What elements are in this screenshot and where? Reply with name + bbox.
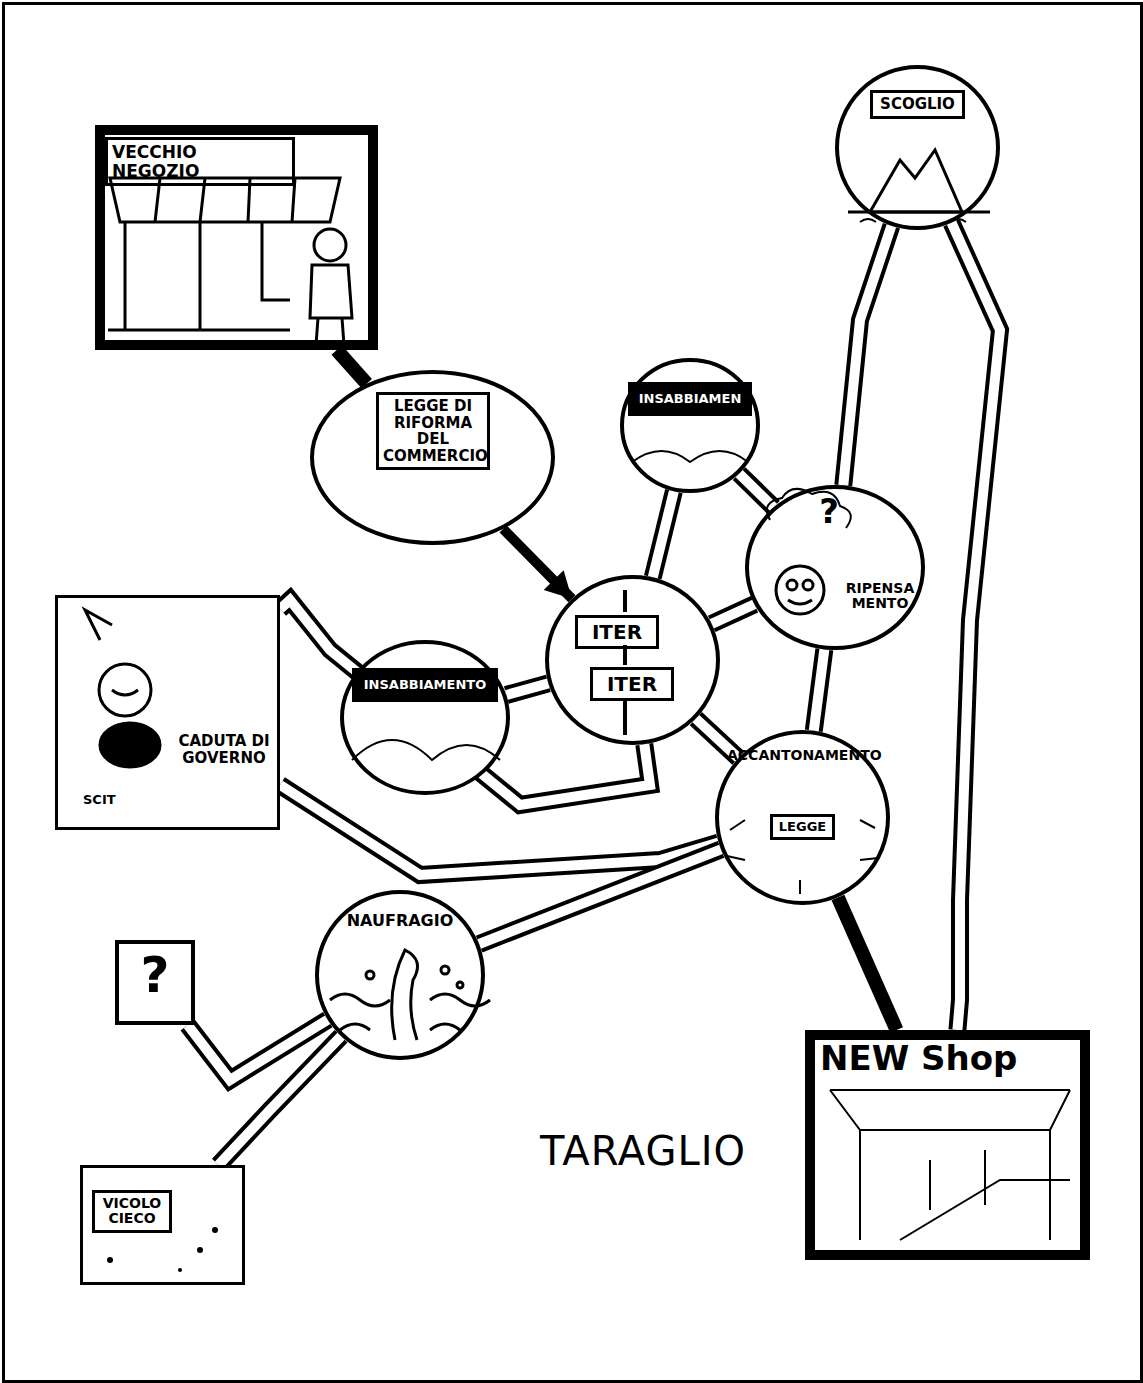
shopkeeper-figure [310,229,352,345]
node-shape [342,642,508,793]
signpost-pole [623,590,627,735]
artist-signature: TARAGLIO [540,1128,746,1174]
law-bubble: LEGGE DI RIFORMA DEL COMMERCIO [310,370,555,545]
road-connector [280,785,719,875]
node-text: ACCANTONAMENTO [727,748,878,763]
road-connector [814,649,825,730]
node-shape [837,67,998,228]
node-text: ? [115,948,195,1003]
node-text: INSABBIAMEN [628,382,752,416]
road-connector [337,350,367,384]
road-connector [712,604,755,624]
node-shape [747,487,923,648]
node-text: VECCHIO NEGOZIO [105,137,295,186]
shipwreck [330,950,490,1040]
node-text: RIPENSA MENTO [841,581,919,612]
road-connector [951,223,1000,1030]
new-shop-box: NEW Shop [805,1030,1090,1260]
road-connector [219,1036,341,1165]
node-text: ITER [590,667,674,701]
node-text: INSABBIAMENTO [352,668,498,702]
node-text: SCIT [83,793,143,807]
new-shop-interior [830,1090,1070,1240]
government-fall-box: CADUTA DI GOVERNO SCIT [55,595,280,830]
node-shape [547,577,718,743]
node-text: CADUTA DI GOVERNO [173,733,275,766]
road-connector [739,474,773,508]
rock-illustration [848,150,990,222]
node-text: LEGGE [770,814,835,840]
thinker-face [767,489,851,614]
unknown-box: ? [115,940,195,1025]
node-outline [545,575,720,745]
arrow-head [544,570,572,598]
signpost-circle: ITER ITER [545,575,720,745]
road-connector [506,683,548,695]
node-shape [57,597,279,829]
node-shape [810,1035,1085,1255]
node-shape [100,130,373,345]
shelving-circle: ACCANTONAMENTO LEGGE [715,730,890,905]
node-text: NAUFRAGIO [340,912,460,930]
dead-end-box: VICOLO CIECO [80,1165,245,1285]
node-text: NEW Shop [820,1040,1075,1077]
node-shape [82,1167,244,1284]
shelved-book-lines [727,820,878,894]
road-connector [843,226,891,486]
road-connector [653,491,674,577]
node-text: ? [807,493,851,530]
node-text: LEGGE DI RIFORMA DEL COMMERCIO [376,392,490,470]
road-connector [503,529,572,599]
node-text: SCOGLIO [870,90,965,119]
road-connector [479,849,721,944]
node-shape [312,372,553,543]
node-shape [622,360,758,491]
road-connector [838,898,897,1030]
node-shape [317,892,483,1058]
rock-circle: SCOGLIO [835,65,1000,230]
stall-circle: INSABBIAMENTO [340,640,510,795]
node-text: ITER [575,615,659,649]
old-shop-box: VECCHIO NEGOZIO [95,125,378,350]
node-shape [717,732,888,903]
sand-dunes [352,451,748,760]
shipwreck-circle: NAUFRAGIO [315,890,485,1060]
old-shop-awning [108,178,340,330]
rethink-circle: ? RIPENSA MENTO [745,485,925,650]
fallen-minister [85,610,160,767]
node-outline [340,640,510,795]
node-text: VICOLO CIECO [92,1190,172,1233]
node-outline [620,358,760,493]
dead-end-dots [107,1227,218,1272]
stall-circle: INSABBIAMEN [620,358,760,493]
